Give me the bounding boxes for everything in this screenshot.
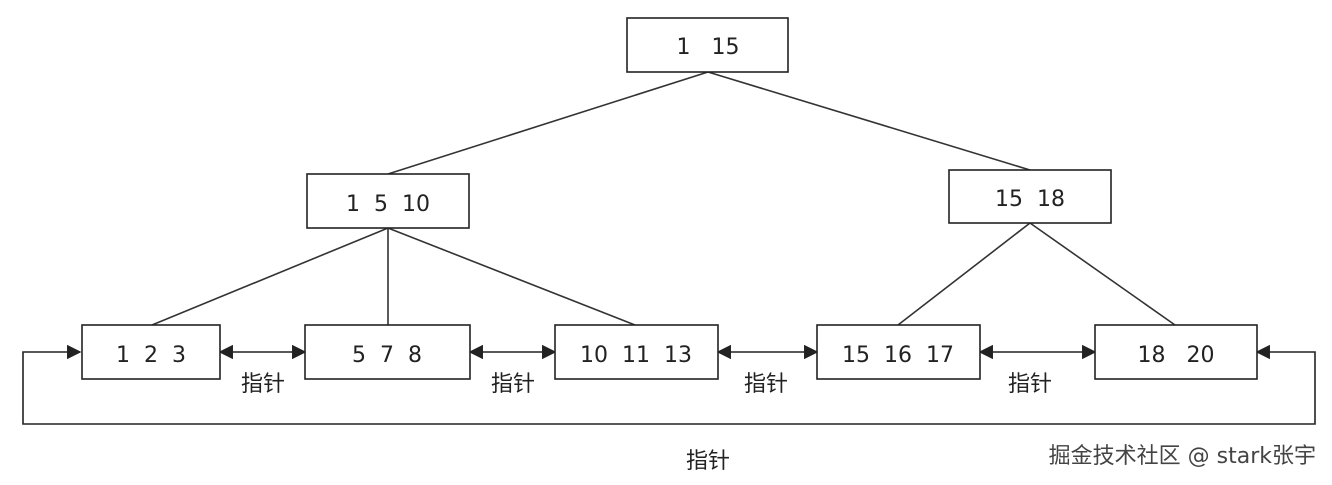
node-internal-left: 1 5 10	[306, 173, 470, 229]
node-internal-left-box	[306, 173, 470, 229]
node-leaf-5-label: 18 20	[1138, 343, 1215, 368]
edge-root-internal-right	[707, 71, 1031, 171]
node-leaf-2-label: 5 7 8	[352, 343, 422, 368]
node-leaf-1-label: 1 2 3	[116, 343, 186, 368]
node-internal-right-box	[948, 169, 1112, 224]
node-leaf-3: 10 11 13	[554, 324, 719, 380]
node-internal-right-label: 15 18	[995, 187, 1065, 212]
edge-internal-left-leaf-1	[151, 227, 389, 326]
node-leaf-2: 5 7 8	[304, 324, 471, 380]
edge-internal-right-leaf-5	[1029, 222, 1176, 326]
edge-internal-left-leaf-3	[387, 227, 636, 326]
loop-pointer-label: 指针	[686, 449, 730, 474]
node-root: 1 15	[626, 17, 789, 73]
node-leaf-2-box	[304, 324, 471, 380]
node-leaf-5-box	[1094, 324, 1258, 380]
node-root-box	[626, 17, 789, 73]
node-leaf-4-label: 15 16 17	[842, 343, 954, 368]
watermark-text: 掘金技术社区 @ stark张宇	[1049, 444, 1316, 469]
pointer-label-3: 指针	[744, 372, 788, 397]
pointer-label-4: 指针	[1008, 372, 1052, 397]
node-leaf-3-box	[554, 324, 719, 380]
node-leaf-1: 1 2 3	[81, 324, 221, 380]
edge-root-internal-left	[387, 71, 709, 175]
node-root-label: 1 15	[677, 35, 740, 60]
loop-pointer	[22, 344, 1316, 425]
tree-edges	[151, 71, 1176, 326]
pointer-label-2: 指针	[491, 372, 535, 397]
node-internal-right: 15 18	[948, 169, 1112, 224]
node-leaf-1-box	[81, 324, 221, 380]
node-leaf-5: 18 20	[1094, 324, 1258, 380]
pointer-label-1: 指针	[241, 372, 285, 397]
node-internal-left-label: 1 5 10	[346, 192, 430, 217]
edge-internal-right-leaf-4	[897, 222, 1031, 326]
node-leaf-4: 15 16 17	[816, 324, 981, 380]
node-leaf-4-box	[816, 324, 981, 380]
node-leaf-3-label: 10 11 13	[580, 343, 692, 368]
